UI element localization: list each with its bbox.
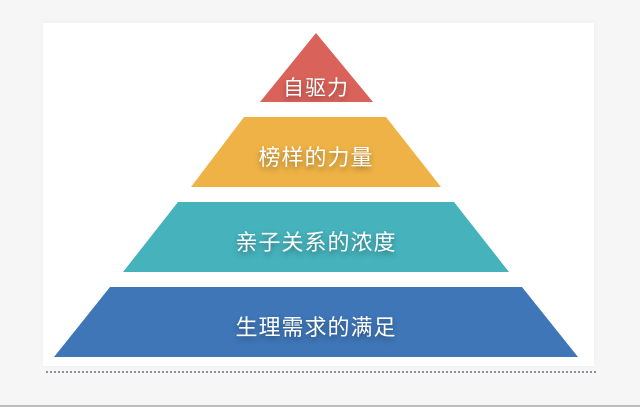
layer-label-role-model: 榜样的力量 <box>258 146 374 171</box>
pyramid-layer-2-trapezoid <box>191 117 441 187</box>
pyramid-layer-top-triangle <box>260 33 373 102</box>
pyramid-layer-3-trapezoid <box>123 202 509 272</box>
layer-label-parent-child-relationship: 亲子关系的浓度 <box>235 231 397 256</box>
bottom-border-line <box>0 405 640 407</box>
pyramid-layer-base-trapezoid <box>54 287 578 357</box>
layer-label-self-motivation: 自驱力 <box>283 76 349 100</box>
layer-label-physiological-needs: 生理需求的满足 <box>235 316 397 341</box>
dotted-divider <box>46 371 596 373</box>
